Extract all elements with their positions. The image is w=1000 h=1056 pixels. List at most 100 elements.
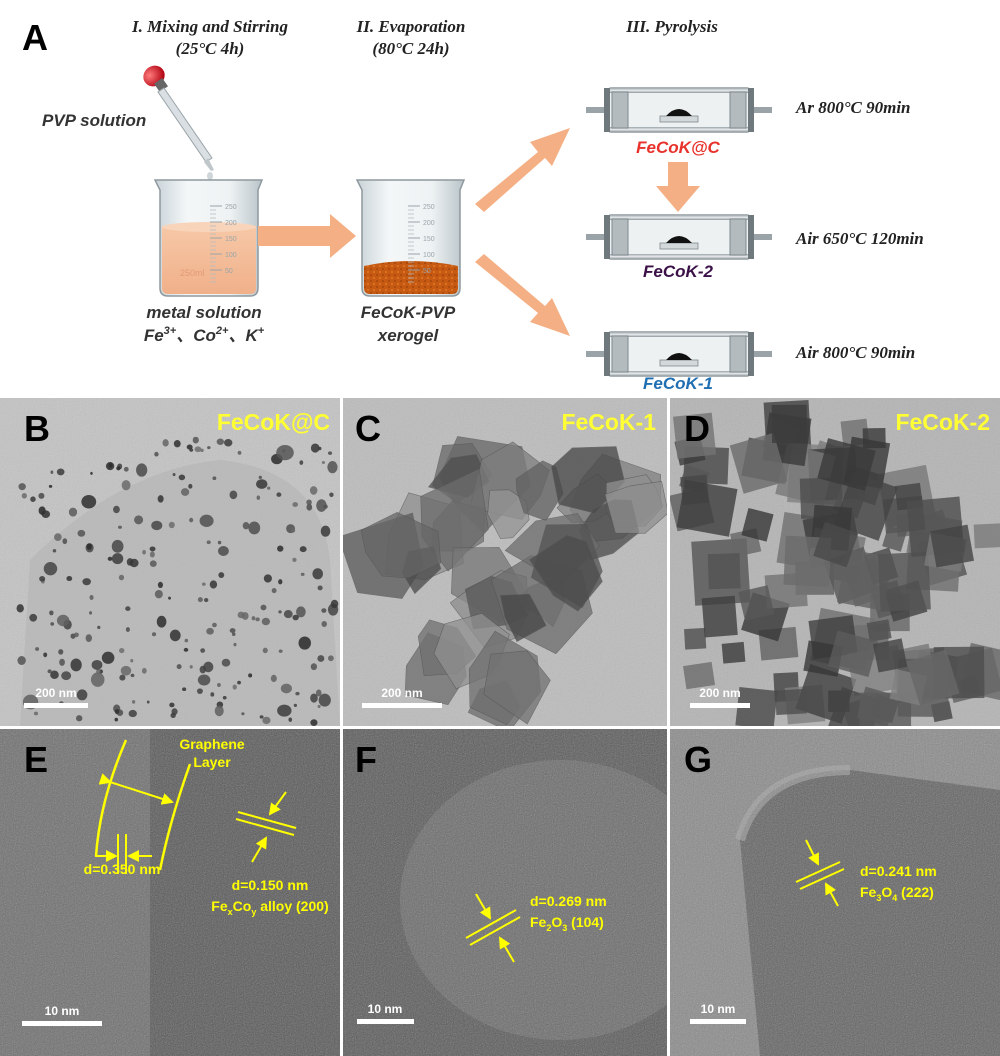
nanoparticle bbox=[327, 461, 338, 474]
nanoparticle bbox=[81, 495, 97, 509]
nanoparticle bbox=[47, 669, 52, 674]
nanoparticle bbox=[38, 492, 45, 499]
d-spacing-fe2o3: d=0.269 nm bbox=[530, 893, 607, 909]
nanoparticle bbox=[130, 659, 134, 663]
nanoparticle bbox=[292, 557, 297, 562]
step-3-title: III. Pyrolysis bbox=[625, 17, 718, 36]
cubic-particle bbox=[684, 627, 707, 650]
nanoparticle bbox=[126, 558, 134, 566]
nanoparticle bbox=[321, 461, 326, 465]
nanoparticle bbox=[277, 545, 284, 552]
nanoparticle bbox=[262, 647, 268, 654]
panel-a-schematic: A I. Mixing and Stirring (25°C 4h) II. E… bbox=[22, 17, 924, 393]
nanoparticle bbox=[56, 468, 65, 476]
panel-c-title: FeCoK-1 bbox=[561, 409, 656, 435]
nanoparticle bbox=[105, 462, 115, 471]
nanoparticle bbox=[251, 616, 256, 621]
nanoparticle bbox=[206, 627, 214, 635]
nanoparticle bbox=[178, 474, 186, 481]
panel-d-scale-bar bbox=[690, 703, 750, 708]
nanoparticle bbox=[221, 658, 231, 667]
nanoparticle bbox=[52, 548, 57, 553]
nanoparticle bbox=[224, 438, 233, 447]
beaker-mark-label: 100 bbox=[225, 252, 237, 259]
nanoparticle bbox=[259, 715, 264, 719]
panel-b-scale-label: 200 nm bbox=[35, 686, 76, 700]
nanoparticle bbox=[85, 634, 93, 642]
nanoparticle bbox=[278, 649, 283, 653]
nanoparticle bbox=[292, 614, 299, 621]
cubic-particle bbox=[872, 638, 908, 673]
cubic-particle bbox=[707, 553, 741, 590]
lattice-fringe-fa bbox=[465, 909, 517, 939]
nanoparticle bbox=[54, 533, 62, 542]
cubic-particle bbox=[929, 524, 975, 568]
nanoparticle bbox=[217, 683, 221, 688]
nanoparticle bbox=[233, 642, 237, 647]
nanoparticle bbox=[184, 638, 189, 643]
nanoparticle bbox=[68, 507, 78, 517]
nanoparticle bbox=[116, 466, 121, 471]
beaker-mark-label: 50 bbox=[225, 268, 233, 275]
metal-solution-label: metal solution bbox=[146, 303, 261, 322]
nanoparticle bbox=[280, 683, 292, 694]
panel-e-hrtem: E Graphene Layer d=0.350 nm d=0.150 nm F… bbox=[0, 729, 340, 1056]
product-fecok-2-label: FeCoK-2 bbox=[643, 262, 713, 281]
nanoparticle bbox=[317, 655, 325, 662]
nanoparticle bbox=[317, 704, 321, 709]
nanoparticle bbox=[197, 597, 203, 603]
nanoparticle bbox=[128, 709, 137, 718]
cubic-particle bbox=[813, 521, 859, 568]
nanoparticle bbox=[329, 492, 334, 498]
nanoparticle bbox=[125, 627, 130, 632]
nanoparticle bbox=[283, 610, 293, 619]
nanoparticle bbox=[43, 652, 48, 658]
nanoparticle bbox=[59, 658, 65, 666]
arrow-to-air-650 bbox=[656, 162, 700, 212]
nanoparticle bbox=[162, 439, 169, 447]
crystal-particle bbox=[360, 511, 442, 579]
nanoparticle bbox=[43, 562, 58, 576]
nanoparticle bbox=[218, 572, 225, 578]
nanoparticle bbox=[300, 572, 305, 576]
cubic-particle bbox=[738, 585, 775, 621]
nanoparticle bbox=[29, 613, 38, 622]
beaker-mark-label: 150 bbox=[225, 236, 237, 243]
nanoparticle bbox=[186, 444, 193, 450]
lattice-arrow-2a bbox=[268, 791, 287, 816]
nanoparticle bbox=[255, 617, 260, 622]
nanoparticle bbox=[61, 671, 72, 681]
step-1-title: I. Mixing and Stirring bbox=[131, 17, 288, 36]
nanoparticle bbox=[248, 521, 261, 535]
cubic-particle bbox=[729, 432, 788, 494]
nanoparticle bbox=[237, 611, 245, 619]
nanoparticle bbox=[66, 576, 73, 582]
nanoparticle bbox=[49, 610, 54, 616]
nanoparticle bbox=[39, 576, 46, 582]
graphene-label-line2: Layer bbox=[193, 754, 231, 770]
fecok-1-particles bbox=[343, 436, 667, 726]
nanoparticle bbox=[156, 615, 167, 628]
nanoparticle bbox=[256, 495, 261, 500]
cubic-particle bbox=[771, 404, 808, 443]
product-fecok-c-label: FeCoK@C bbox=[636, 138, 720, 157]
nanoparticle bbox=[75, 715, 83, 722]
step-2-condition: (80°C 24h) bbox=[372, 39, 449, 58]
panel-g-letter: G bbox=[684, 739, 712, 780]
beaker-1-volume: 250ml bbox=[180, 268, 205, 278]
nanoparticle bbox=[89, 611, 93, 615]
nanoparticle bbox=[17, 656, 26, 665]
step-2-title: II. Evaporation bbox=[356, 17, 466, 36]
panel-b-scale-bar bbox=[24, 703, 88, 708]
nanoparticle bbox=[157, 495, 164, 503]
nanoparticle bbox=[312, 568, 323, 580]
nanoparticle bbox=[101, 651, 115, 664]
panel-d-title: FeCoK-2 bbox=[895, 409, 990, 435]
nanoparticle bbox=[118, 648, 125, 654]
nanoparticle bbox=[50, 470, 54, 474]
nanoparticle bbox=[51, 670, 56, 675]
condition-air-800: Air 800°C 90min bbox=[795, 343, 915, 362]
panel-g-scale-label: 10 nm bbox=[701, 1002, 736, 1016]
nanoparticle bbox=[298, 636, 311, 650]
